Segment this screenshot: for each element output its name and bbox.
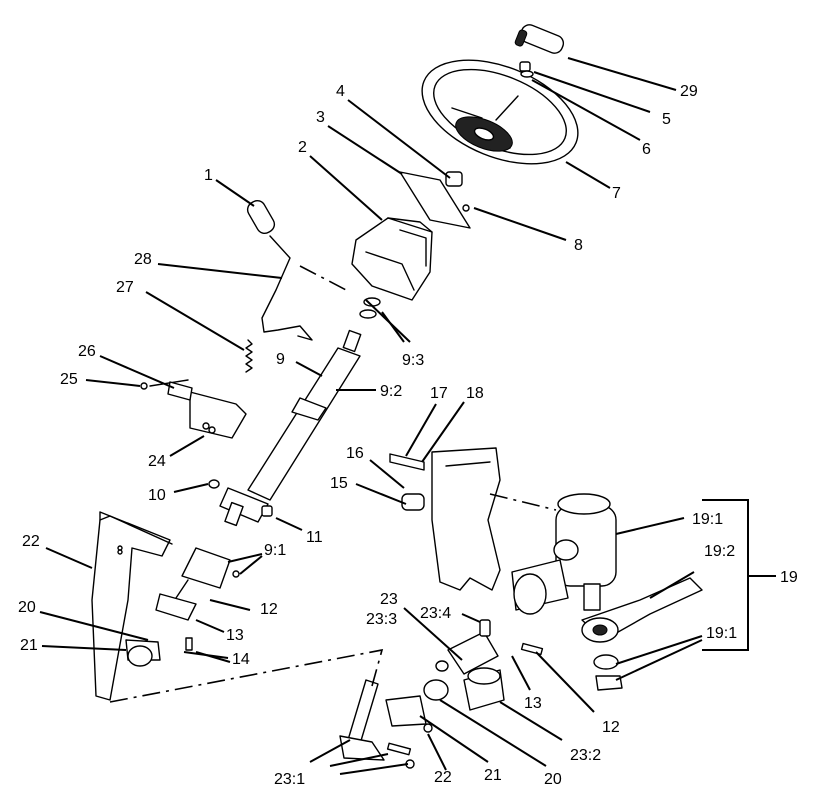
steering-gear xyxy=(511,493,617,615)
label-23-3: 23:3 xyxy=(366,611,397,628)
steering-column-tube xyxy=(219,329,362,523)
bearings xyxy=(359,297,381,319)
lower-shaft xyxy=(339,679,433,769)
universal-joint-lower xyxy=(435,619,544,675)
label-23-4: 23:4 xyxy=(420,605,451,622)
leader-lines xyxy=(39,57,776,775)
label-13-left: 13 xyxy=(226,627,244,644)
frame-bracket-right xyxy=(389,447,501,591)
label-8: 8 xyxy=(574,237,583,254)
nut xyxy=(261,505,273,517)
bushing xyxy=(445,171,463,187)
lock-washer xyxy=(593,654,619,670)
spring xyxy=(245,339,253,373)
label-10: 10 xyxy=(148,487,166,504)
label-9: 9 xyxy=(276,351,285,368)
label-12-right: 12 xyxy=(602,719,620,736)
nut-and-washer xyxy=(519,61,534,78)
label-7: 7 xyxy=(612,185,621,202)
label-15: 15 xyxy=(330,475,348,492)
label-9-1: 9:1 xyxy=(264,542,286,559)
label-19-2: 19:2 xyxy=(704,543,735,560)
label-19-1-top: 19:1 xyxy=(692,511,723,528)
label-9-3: 9:3 xyxy=(402,352,424,369)
pitman-arm xyxy=(581,577,703,643)
label-20-left: 20 xyxy=(18,599,36,616)
label-24: 24 xyxy=(148,453,166,470)
label-5: 5 xyxy=(662,111,671,128)
label-17: 17 xyxy=(430,385,448,402)
horn-cap xyxy=(514,24,565,54)
label-13-right: 13 xyxy=(524,695,542,712)
label-18: 18 xyxy=(466,385,484,402)
lower-left-mount xyxy=(125,637,193,667)
label-1: 1 xyxy=(204,167,213,184)
steering-wheel xyxy=(421,59,579,165)
universal-joint-upper xyxy=(155,547,240,621)
label-19: 19 xyxy=(780,569,798,586)
castle-nut xyxy=(595,675,623,691)
label-23-2: 23:2 xyxy=(570,747,601,764)
label-14: 14 xyxy=(232,651,250,668)
mount-lower xyxy=(385,695,427,727)
label-23-1: 23:1 xyxy=(274,771,305,788)
sleeve xyxy=(463,667,505,711)
label-25: 25 xyxy=(60,371,78,388)
label-21-right: 21 xyxy=(484,767,502,784)
label-20-right: 20 xyxy=(544,771,562,788)
label-2: 2 xyxy=(298,139,307,156)
label-28: 28 xyxy=(134,251,152,268)
lever-knob xyxy=(246,200,276,234)
label-11: 11 xyxy=(306,529,323,546)
washer xyxy=(208,479,220,489)
shaft-end xyxy=(224,501,244,527)
label-12-left: 12 xyxy=(260,601,278,618)
label-22-left: 22 xyxy=(22,533,40,550)
label-26: 26 xyxy=(78,343,96,360)
bracket xyxy=(140,379,247,439)
label-27: 27 xyxy=(116,279,134,296)
part-labels: 1 2 3 4 5 6 7 8 9 9:3 9:2 10 11 9:1 12 1… xyxy=(18,83,798,788)
label-19-1-bottom: 19:1 xyxy=(706,625,737,642)
cover-plate xyxy=(399,171,471,229)
label-9-2: 9:2 xyxy=(380,383,402,400)
lever xyxy=(261,235,313,341)
label-4: 4 xyxy=(336,83,345,100)
label-21-left: 21 xyxy=(20,637,38,654)
label-29: 29 xyxy=(680,83,698,100)
bearing-lower xyxy=(423,679,449,701)
column-housing xyxy=(351,217,433,301)
label-16: 16 xyxy=(346,445,364,462)
label-3: 3 xyxy=(316,109,325,126)
label-6: 6 xyxy=(642,141,651,158)
label-22-right: 22 xyxy=(434,769,452,786)
label-23: 23 xyxy=(380,591,398,608)
